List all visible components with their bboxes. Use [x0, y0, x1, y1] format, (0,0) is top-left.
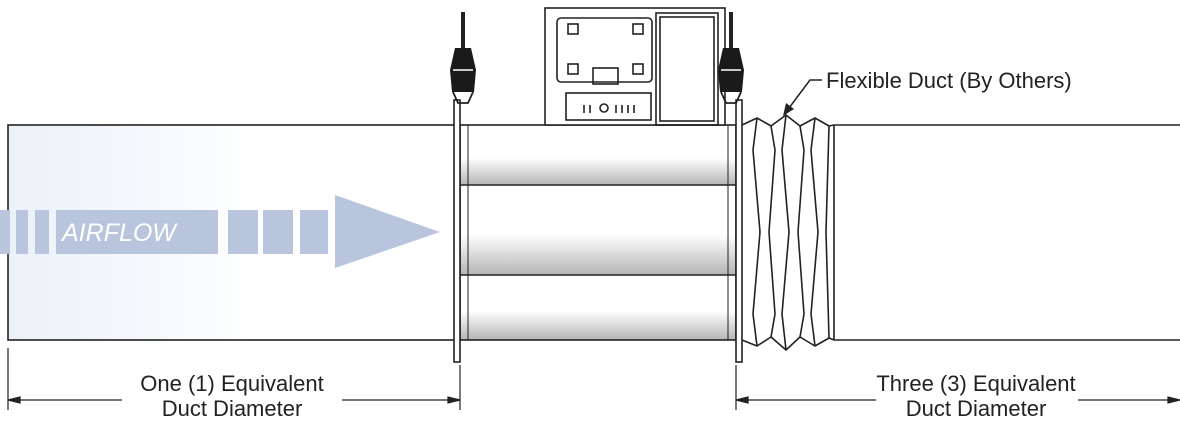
flex-duct-pleat-2	[768, 125, 776, 338]
actuator-cover	[655, 12, 719, 126]
airflow-block-5	[300, 210, 328, 254]
flex-duct-pleat-3	[781, 114, 790, 351]
damper-flange-right	[735, 99, 743, 363]
actuator-housing	[544, 7, 726, 126]
dimension-downstream	[735, 365, 1180, 410]
flex-duct-leader	[788, 79, 822, 109]
downstream-duct-outline	[833, 124, 1180, 341]
actuator-cover-inner	[659, 16, 715, 122]
actuator-screw-br	[632, 63, 644, 75]
flexible-duct	[741, 114, 835, 351]
dim-upstream-arrow-right	[447, 396, 461, 404]
dim-downstream-label-line2: Duct Diameter	[906, 396, 1047, 421]
airflow-arrow: AIRFLOW	[0, 195, 440, 268]
actuator-hub	[592, 67, 619, 85]
airflow-label: AIRFLOW	[60, 219, 178, 247]
actuator-vents	[583, 105, 635, 113]
dim-upstream-label-line1: One (1) Equivalent	[140, 371, 323, 396]
flex-duct-bottom-edge	[741, 336, 835, 351]
airflow-block-1	[16, 210, 28, 254]
damper-section-top	[460, 125, 736, 185]
damper-section-bottom	[460, 275, 736, 340]
airflow-block-label	[56, 210, 218, 254]
actuator-screw-tr	[632, 23, 644, 35]
airflow-block-2	[35, 210, 49, 254]
damper-flange-left	[453, 99, 461, 363]
actuator-screw-tl	[567, 23, 579, 35]
actuator-screw-bl	[567, 63, 579, 75]
airflow-arrowhead	[335, 195, 440, 268]
flex-duct-pleat-5	[810, 117, 819, 347]
pressure-probe-right	[718, 12, 744, 104]
flex-duct-leader-arrowhead	[783, 103, 794, 116]
airflow-block-3	[228, 210, 258, 254]
flex-duct-pleat-1	[752, 117, 761, 347]
flex-duct-pleat-6	[825, 125, 830, 339]
probe-left-clip	[452, 91, 474, 104]
actuator-base	[565, 92, 652, 121]
flex-duct-top-edge	[741, 114, 835, 127]
damper-section-middle	[460, 185, 736, 275]
pressure-probe-left	[450, 12, 476, 104]
actuator-motor	[556, 17, 653, 83]
dim-upstream-label-line2: Duct Diameter	[162, 396, 303, 421]
dim-downstream-arrow-left	[735, 396, 749, 404]
downstream-duct	[833, 124, 1180, 341]
flex-duct-callout: Flexible Duct (By Others)	[783, 68, 1072, 116]
dim-downstream-label-line1: Three (3) Equivalent	[876, 371, 1075, 396]
airflow-block-4	[263, 210, 293, 254]
actuator-shaft	[599, 103, 609, 113]
damper-body	[453, 99, 743, 363]
airflow-block-0	[0, 210, 10, 254]
dimension-upstream	[7, 348, 461, 410]
probe-right-clip	[720, 91, 742, 104]
actuator	[544, 7, 726, 126]
flex-duct-label: Flexible Duct (By Others)	[826, 68, 1072, 93]
dim-downstream-arrow-right	[1167, 396, 1180, 404]
dim-upstream-arrow-left	[7, 396, 21, 404]
flex-duct-pleat-4	[797, 125, 805, 338]
